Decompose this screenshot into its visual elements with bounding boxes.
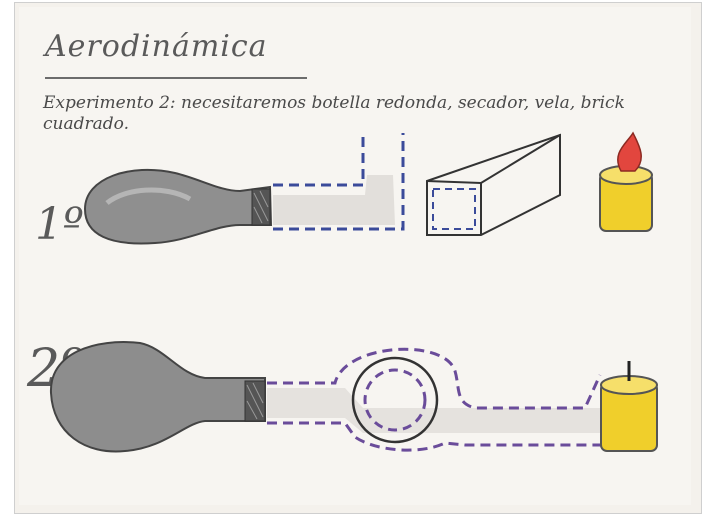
box-icon [426,133,561,236]
step-1-label: 1º [35,199,84,250]
hair-dryer-icon [83,169,273,245]
flame-icon [617,131,642,172]
candle-icon [599,131,653,232]
hair-dryer-icon [49,341,266,453]
candle-icon [600,361,658,452]
hand-drawing [49,131,658,453]
round-bottle-icon [351,356,439,444]
page-title: Aerodinámica [45,29,268,64]
title-underline [45,77,307,79]
air-flow-path [273,133,405,231]
air-flow-shadow [273,175,395,225]
experiment-description: Experimento 2: necesitaremos botella red… [43,93,625,134]
air-flow-shadow [267,388,615,433]
air-flow-path [267,347,605,452]
photo-frame: Aerodinámica Experimento 2: necesitaremo… [14,2,702,514]
